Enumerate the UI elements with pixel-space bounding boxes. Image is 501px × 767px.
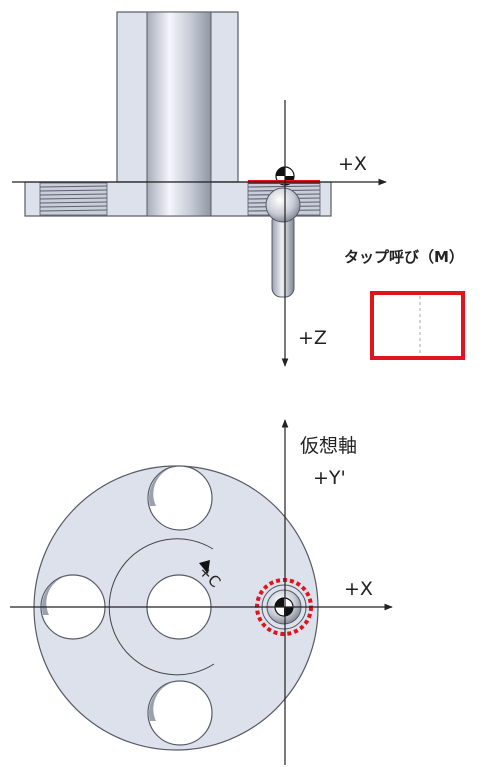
axis-z-label-side: +Z (298, 327, 327, 349)
axis-y-label-top: +Y' (313, 467, 346, 489)
top-view: +C 仮想軸 +Y' +X (10, 419, 393, 765)
axis-x-label-top: +X (344, 578, 373, 600)
tap-input-box[interactable] (370, 291, 465, 360)
probe-ball (265, 187, 301, 223)
tap-label: タップ呼び（M） (344, 248, 464, 266)
axis-x-label-side: +X (338, 153, 367, 175)
rotation-arrow-icon (199, 560, 210, 574)
probe-stem (271, 211, 295, 298)
hole-bottom (147, 680, 213, 746)
side-view: +X +Z タップ呼び（M） (12, 11, 465, 367)
left-thread (39, 182, 108, 216)
center-bore-base (146, 181, 212, 217)
hole-top (147, 465, 213, 531)
virtual-axis-label: 仮想軸 (300, 435, 357, 457)
